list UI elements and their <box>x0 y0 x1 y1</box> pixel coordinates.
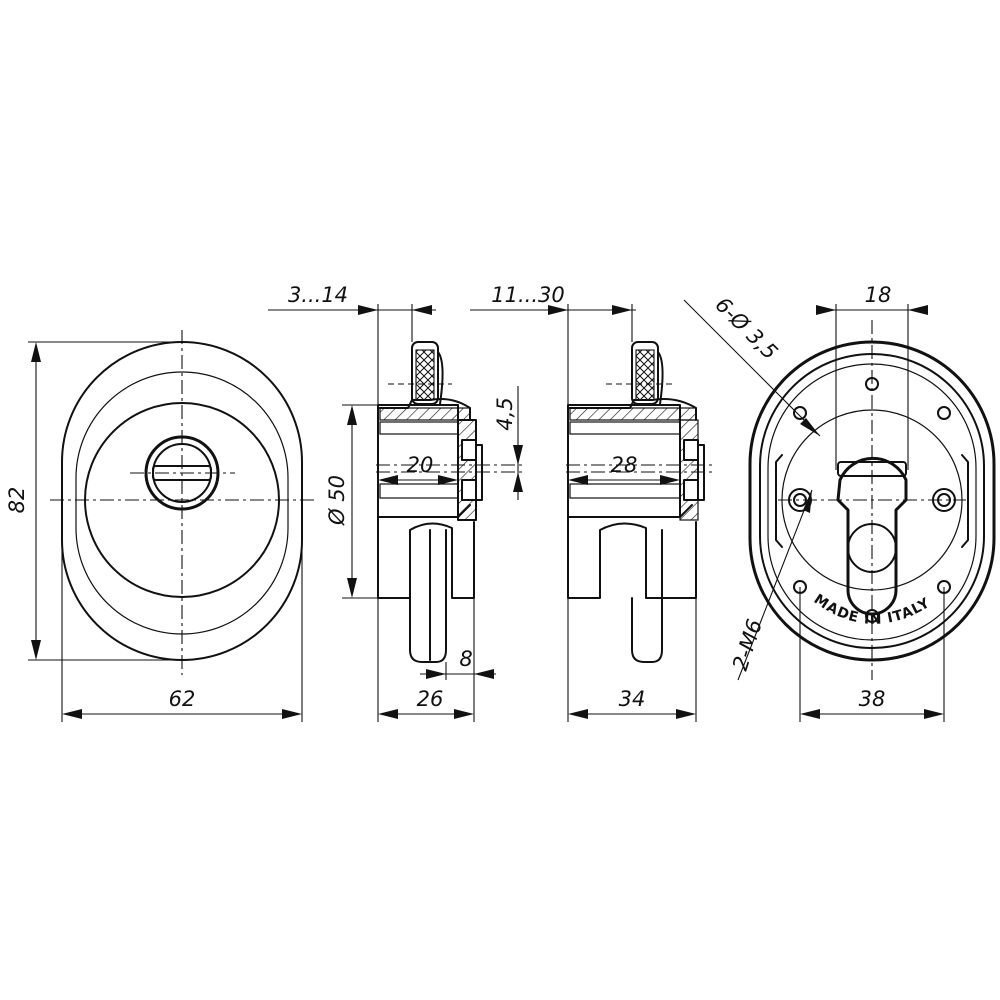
dim-38-text: 38 <box>859 687 886 711</box>
dim-82: 82 <box>5 341 182 661</box>
dim-diam-50: Ø 50 <box>325 404 378 599</box>
dim-18-text: 18 <box>865 283 892 307</box>
hole-ur <box>937 406 951 420</box>
dim-20: 20 <box>378 453 458 485</box>
dim-20-text: 20 <box>407 453 434 477</box>
back-plate-outer <box>748 340 996 662</box>
dim-28: 28 <box>568 453 680 485</box>
dim-11-30-text: 11...30 <box>491 283 564 307</box>
back-view: MADE IN ITALY <box>748 320 996 680</box>
dim-34: 34 <box>567 598 697 722</box>
dim-8-text: 8 <box>459 647 472 671</box>
dim-6-holes-text: 6-Ø 3,5 <box>710 293 782 365</box>
dim-3-14: 3...14 <box>268 283 436 405</box>
dim-18: 18 <box>816 283 928 470</box>
hole-ul <box>793 406 807 420</box>
dim-diam-50-text: Ø 50 <box>325 475 349 526</box>
dim-34-text: 34 <box>619 687 646 711</box>
section-view-a <box>376 341 524 663</box>
front-view <box>50 330 315 675</box>
dim-82-text: 82 <box>5 487 29 514</box>
dim-26-text: 26 <box>417 687 444 711</box>
dim-3-14-text: 3...14 <box>288 283 348 307</box>
dim-26: 26 <box>377 598 475 722</box>
section-view-b <box>566 341 712 663</box>
dim-62-text: 62 <box>169 687 196 711</box>
dim-38: 38 <box>799 587 945 722</box>
dim-28-text: 28 <box>611 453 638 477</box>
dim-62: 62 <box>61 500 303 722</box>
dim-4-5: 4,5 <box>493 386 523 500</box>
dim-11-30: 11...30 <box>470 283 636 405</box>
dim-8: 8 <box>420 598 496 680</box>
dim-4-5-text: 4,5 <box>493 397 517 430</box>
dim-2-m6-text: 2-M6 <box>728 616 767 673</box>
dim-2-m6: 2-M6 <box>728 489 813 681</box>
